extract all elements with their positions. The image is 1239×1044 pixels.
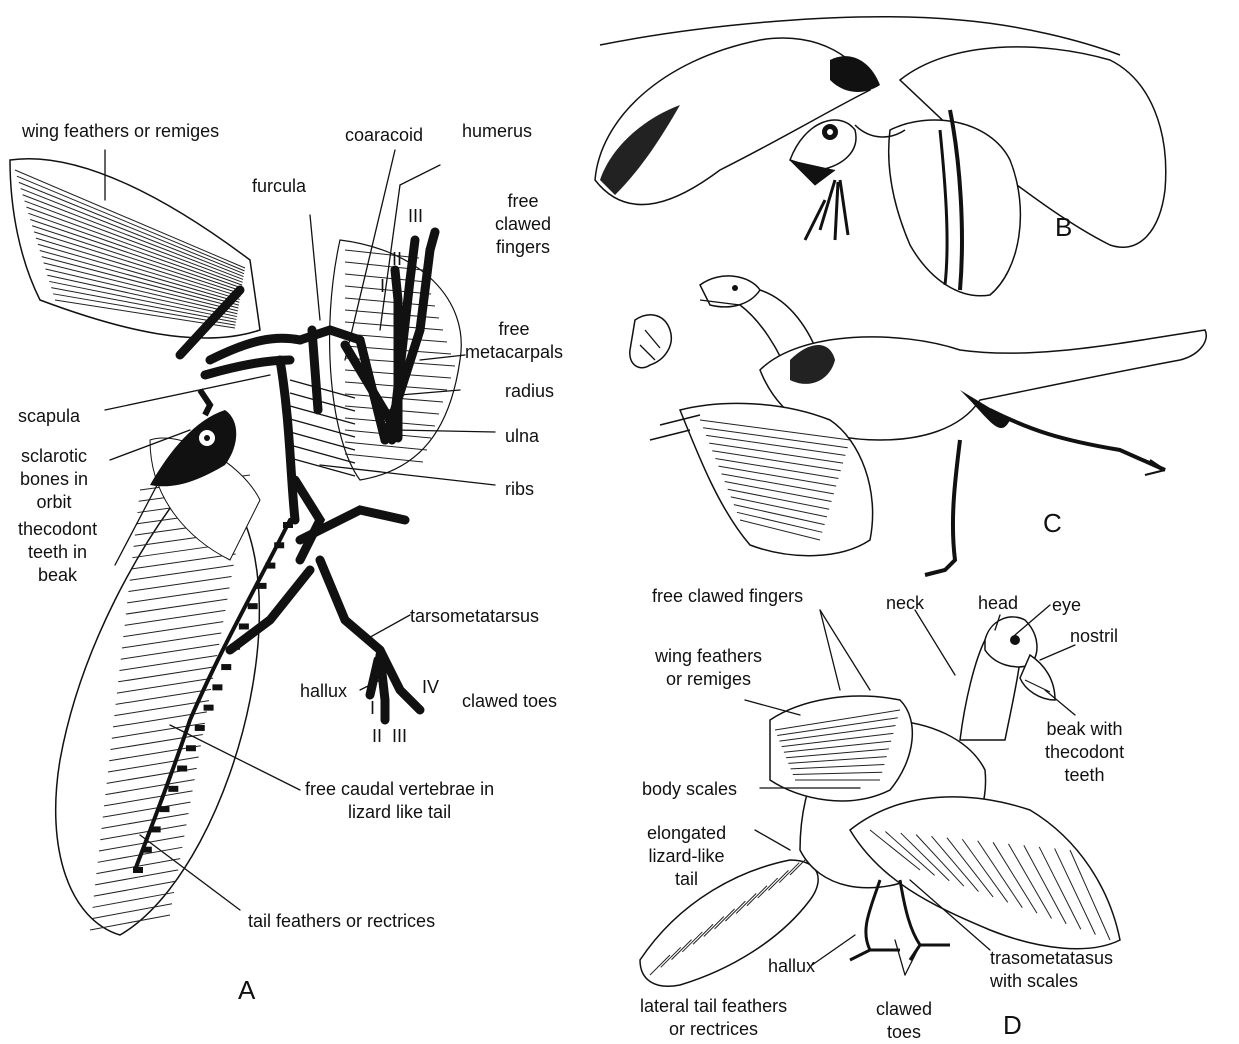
- panel-label-a: A: [238, 975, 255, 1006]
- label-hallux-a: hallux: [300, 680, 347, 703]
- label-furcula: furcula: [252, 175, 306, 198]
- label-trasometatasus: trasometatasus with scales: [990, 947, 1113, 993]
- label-humerus: humerus: [462, 120, 532, 143]
- label-thecodont-teeth: thecodont teeth in beak: [18, 518, 97, 587]
- label-coaracoid: coaracoid: [345, 124, 423, 147]
- label-head: head: [978, 592, 1018, 615]
- label-caudal-vertebrae: free caudal vertebrae in lizard like tai…: [305, 778, 494, 824]
- label-beak: beak with thecodont teeth: [1045, 718, 1124, 787]
- label-tarsometatarsus: tarsometatarsus: [410, 605, 539, 628]
- label-neck: neck: [886, 592, 924, 615]
- label-digit-i: I: [380, 275, 385, 298]
- label-eye: eye: [1052, 594, 1081, 617]
- label-wing-feathers: wing feathers or remiges: [22, 120, 219, 143]
- label-toe-ii-iii: II III: [372, 725, 407, 748]
- label-scapula: scapula: [18, 405, 80, 428]
- label-free-clawed-fingers-d: free clawed fingers: [652, 585, 803, 608]
- label-radius: radius: [505, 380, 554, 403]
- panel-label-c: C: [1043, 508, 1062, 539]
- label-digit-iii: III: [408, 205, 423, 228]
- label-digit-ii: II: [392, 248, 402, 271]
- label-clawed-toes-d: clawed toes: [876, 998, 932, 1044]
- label-toe-i: I: [370, 697, 375, 720]
- label-ulna: ulna: [505, 425, 539, 448]
- label-free-metacarpals: free metacarpals: [465, 318, 563, 364]
- label-elongated-tail: elongated lizard-like tail: [647, 822, 726, 891]
- label-ribs: ribs: [505, 478, 534, 501]
- label-sclarotic-bones: sclarotic bones in orbit: [20, 445, 88, 514]
- label-toe-iv: IV: [422, 676, 439, 699]
- label-body-scales: body scales: [642, 778, 737, 801]
- label-nostril: nostril: [1070, 625, 1118, 648]
- label-free-clawed-fingers: free clawed fingers: [495, 190, 551, 259]
- label-hallux-d: hallux: [768, 955, 815, 978]
- panel-label-b: B: [1055, 212, 1072, 243]
- label-tail-feathers: tail feathers or rectrices: [248, 910, 435, 933]
- label-wing-feathers-d: wing feathers or remiges: [655, 645, 762, 691]
- label-clawed-toes-a: clawed toes: [462, 690, 557, 713]
- running-bird-c: [630, 276, 1206, 575]
- label-lateral-tail-feathers: lateral tail feathers or rectrices: [640, 995, 787, 1041]
- panel-label-d: D: [1003, 1010, 1022, 1041]
- flying-bird-b: [595, 17, 1166, 296]
